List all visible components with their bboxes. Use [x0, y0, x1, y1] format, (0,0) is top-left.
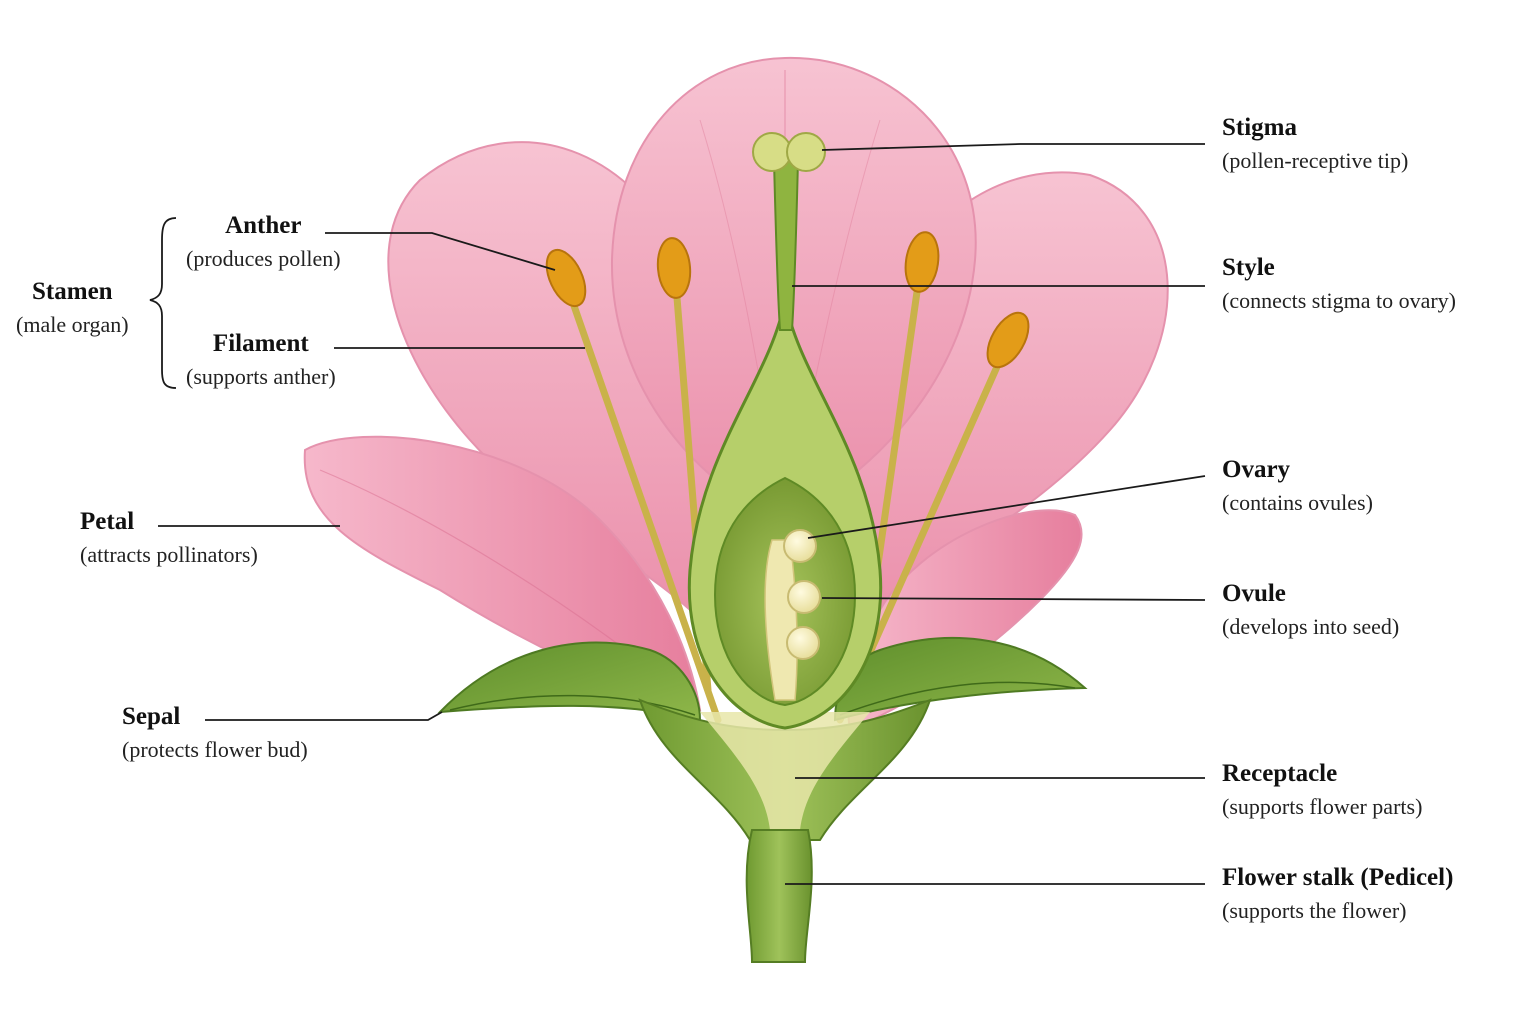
anther-3	[904, 231, 940, 293]
label-anther: Anther (produces pollen)	[186, 212, 341, 271]
label-pedicel: Flower stalk (Pedicel) (supports the flo…	[1222, 864, 1453, 923]
label-stamen-desc: (male organ)	[16, 311, 129, 337]
ovule-3	[786, 626, 820, 660]
anther-2	[656, 237, 692, 299]
label-style-desc: (connects stigma to ovary)	[1222, 287, 1456, 313]
label-stigma-title: Stigma	[1222, 114, 1297, 141]
style-column	[772, 159, 800, 331]
filament-1	[568, 296, 722, 724]
anther-1	[545, 248, 587, 308]
sepal-left	[437, 641, 702, 722]
label-petal: Petal (attracts pollinators)	[80, 508, 258, 567]
leader-anther	[325, 232, 556, 271]
label-petal-title: Petal	[80, 508, 135, 535]
label-stamen: Stamen (male organ)	[16, 278, 129, 337]
label-anther-desc: (produces pollen)	[186, 245, 341, 271]
receptacle	[638, 698, 932, 841]
leader-stigma	[821, 143, 1205, 151]
label-ovary-title: Ovary	[1222, 456, 1291, 483]
leader-ovule	[821, 597, 1206, 601]
label-filament-desc: (supports anther)	[186, 363, 336, 389]
sepal-right	[833, 636, 1088, 722]
label-pedicel-title: Flower stalk (Pedicel)	[1222, 864, 1454, 891]
ovule-2	[787, 580, 821, 614]
leader-sepal	[205, 711, 443, 721]
label-ovule: Ovule (develops into seed)	[1222, 580, 1399, 639]
label-sepal-title: Sepal	[122, 703, 181, 730]
label-filament-title: Filament	[212, 330, 309, 357]
stigma-lobe-right	[786, 132, 826, 172]
label-ovule-desc: (develops into seed)	[1222, 613, 1400, 639]
pistil	[687, 132, 883, 730]
label-stamen-title: Stamen	[32, 278, 113, 305]
label-ovary: Ovary (contains ovules)	[1222, 456, 1373, 515]
label-filament: Filament (supports anther)	[186, 330, 336, 389]
label-receptacle-title: Receptacle	[1222, 760, 1338, 787]
label-petal-desc: (attracts pollinators)	[80, 541, 258, 567]
label-sepal: Sepal (protects flower bud)	[122, 703, 308, 762]
label-style-title: Style	[1222, 254, 1275, 281]
anther-4	[986, 311, 1030, 369]
leader-lines	[149, 143, 1206, 885]
placenta	[764, 539, 798, 701]
stigma-lobe-left	[752, 132, 792, 172]
label-receptacle-desc: (supports flower parts)	[1222, 793, 1423, 819]
ovule-1	[783, 529, 817, 563]
label-sepal-desc: (protects flower bud)	[122, 736, 308, 762]
stamen-bracket	[149, 217, 177, 389]
label-anther-title: Anther	[225, 212, 302, 239]
label-style: Style (connects stigma to ovary)	[1222, 254, 1456, 313]
label-ovary-desc: (contains ovules)	[1222, 489, 1373, 515]
label-ovule-title: Ovule	[1222, 580, 1286, 607]
label-pedicel-desc: (supports the flower)	[1222, 897, 1407, 923]
pedicel	[745, 829, 813, 963]
leader-ovary	[807, 475, 1206, 539]
label-receptacle: Receptacle (supports flower parts)	[1222, 760, 1422, 819]
label-stigma-desc: (pollen-receptive tip)	[1222, 147, 1409, 173]
label-stigma: Stigma (pollen-receptive tip)	[1222, 114, 1408, 173]
